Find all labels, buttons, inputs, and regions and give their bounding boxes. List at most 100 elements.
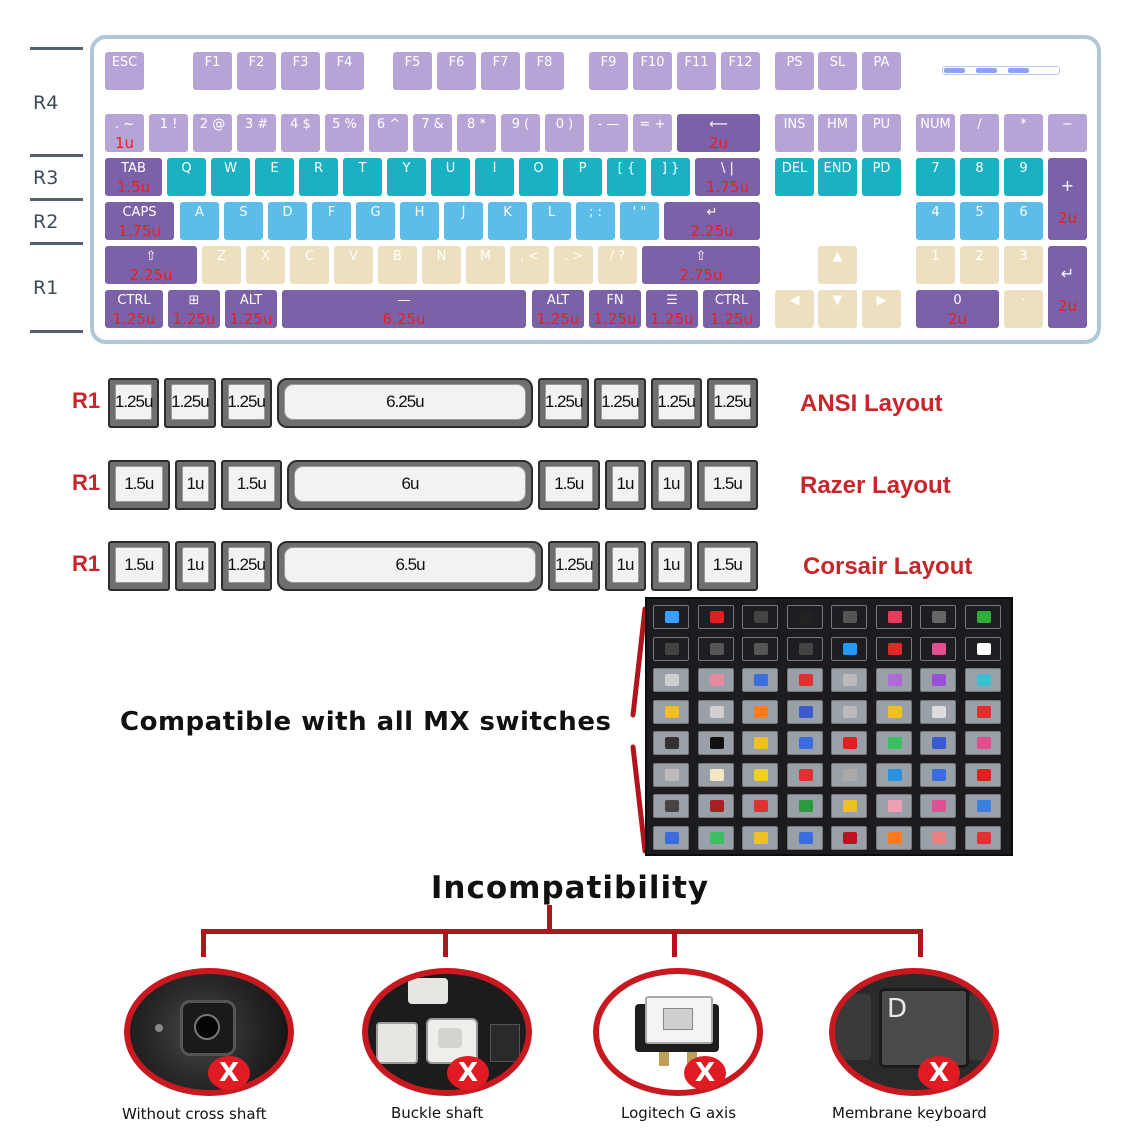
keycap-size: 2u	[1057, 209, 1078, 227]
switch-stem	[843, 768, 857, 781]
switch-sample	[697, 605, 734, 629]
keycap-legend: F4	[336, 55, 353, 70]
switch-stem	[887, 737, 902, 749]
switch-sample	[875, 794, 912, 818]
incompat-label: Without cross shaft	[122, 1105, 267, 1123]
switch-sample	[964, 762, 1001, 787]
keycap: . ~1u	[105, 114, 144, 152]
keycap-legend: H	[414, 205, 425, 220]
switch-sample	[964, 794, 1001, 818]
switch-stem	[798, 642, 813, 655]
row-label-r3: R3	[33, 167, 59, 189]
keycap: Q	[167, 158, 206, 196]
keycap-legend: C	[304, 249, 315, 264]
switch-sample	[697, 636, 734, 661]
keycap: ▶	[862, 290, 901, 328]
keycap-legend: ·	[1021, 293, 1026, 308]
layout-keycap: 1u	[604, 460, 646, 510]
keycap: F2	[237, 52, 276, 90]
keycap-size: 2.25u	[690, 222, 734, 240]
switch-sample	[653, 668, 689, 692]
keycap-legend: M	[479, 249, 492, 264]
keycap-legend: 2 @	[199, 117, 226, 132]
layout-keycap-size: 1u	[611, 466, 639, 502]
layout-name: Razer Layout	[800, 472, 951, 499]
row-divider	[30, 242, 83, 245]
switch-stem	[843, 800, 857, 812]
keycap-legend: F8	[536, 55, 553, 70]
keycap: HM	[818, 114, 857, 152]
keycap: ◀	[775, 290, 814, 328]
switch-stem	[932, 705, 946, 718]
layout-keycap-size: 1u	[181, 466, 209, 502]
switch-sample	[742, 794, 778, 818]
switch-stem	[843, 611, 857, 623]
switch-stem	[887, 674, 902, 686]
layout-keycap: 1.25u	[706, 378, 758, 428]
keycap: END	[818, 158, 857, 196]
switch-sample	[831, 794, 867, 818]
keycap: F5	[393, 52, 432, 90]
keycap-size: 1.25u	[172, 310, 216, 328]
incompat-image-logitech-axis	[593, 968, 763, 1096]
switch-stem	[887, 800, 902, 812]
keycap: P	[563, 158, 602, 196]
layout-keycap-size: 1.25u	[171, 384, 210, 420]
keycap: ] }	[651, 158, 690, 196]
keycap-legend: F	[327, 205, 336, 220]
tree-leg	[672, 929, 677, 957]
switch-sample	[964, 636, 1001, 661]
switch-stem	[798, 768, 813, 781]
layout-keycap: 1.5u	[538, 460, 600, 510]
keycap: R	[299, 158, 338, 196]
keycap-legend: —	[397, 293, 411, 308]
keycap: B	[378, 246, 417, 284]
keycap-legend: F9	[600, 55, 617, 70]
switch-sample	[875, 699, 912, 724]
keycap: F9	[589, 52, 628, 90]
switch-stem	[976, 737, 991, 749]
keycap: 5 %	[325, 114, 364, 152]
keycap-legend: [ {	[617, 161, 636, 176]
keycap: F	[312, 202, 351, 240]
keycap-size: 1u	[114, 134, 135, 152]
keycap: [ {	[607, 158, 646, 196]
keycap-legend: ▲	[832, 249, 843, 264]
switch-sample	[831, 605, 867, 629]
keycap-legend: K	[503, 205, 512, 220]
keycap: F7	[481, 52, 520, 90]
keycap-legend: 9	[1019, 161, 1028, 176]
layout-keycap: 1.25u	[650, 378, 702, 428]
keycap-legend: Q	[181, 161, 192, 176]
keycap-legend: ☰	[666, 293, 678, 308]
keycap: 7	[916, 158, 955, 196]
switch-stem	[754, 611, 768, 623]
switch-sample	[875, 762, 912, 787]
compat-bracket	[630, 606, 648, 854]
keycap-legend: F6	[448, 55, 465, 70]
switch-stem	[932, 674, 946, 686]
keycap-legend: 0 )	[555, 117, 574, 132]
layout-keycap: 1.5u	[108, 541, 170, 591]
keycap-legend: F1	[204, 55, 221, 70]
keycap: 4 $	[281, 114, 320, 152]
switch-stem	[709, 611, 724, 623]
switch-stem	[976, 674, 991, 686]
keycap-legend: Z	[217, 249, 226, 264]
keycap: . >	[554, 246, 593, 284]
keycap: H	[400, 202, 439, 240]
keycap: 2	[960, 246, 999, 284]
switch-stem	[887, 768, 902, 781]
keycap-legend: 1	[931, 249, 940, 264]
switch-stem	[976, 705, 991, 718]
switch-sample	[697, 825, 734, 850]
switch-sample	[964, 731, 1001, 755]
row-label-r1: R1	[33, 277, 59, 299]
compat-heading: Compatible with all MX switches	[120, 707, 612, 737]
keycap: V	[334, 246, 373, 284]
keycap: 7 &	[413, 114, 452, 152]
switch-stem	[665, 831, 679, 844]
switch-sample	[786, 762, 823, 787]
switch-sample	[653, 794, 689, 818]
switch-sample	[653, 605, 689, 629]
